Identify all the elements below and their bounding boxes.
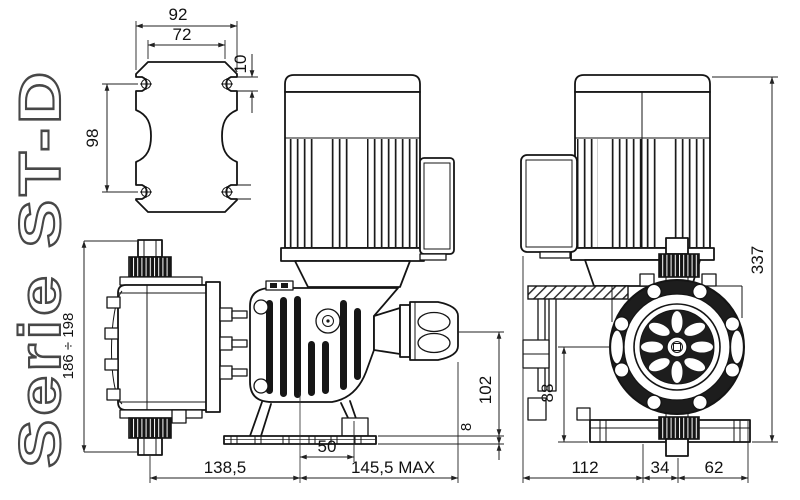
dim-337-label: 337 — [748, 246, 767, 274]
valve-ring-bottom — [128, 417, 172, 439]
dim-8-label: 8 — [458, 423, 475, 431]
dim-bracket-inner-width: 72 — [147, 25, 226, 59]
dim-slot-offset: 50 — [299, 421, 355, 462]
dim-34-label: 34 — [651, 458, 670, 477]
dim-186-198-label: 186 ÷ 198 — [60, 313, 77, 380]
dim-valve-span: 186 ÷ 198 — [60, 240, 137, 453]
dim-98-label: 98 — [83, 129, 102, 148]
terminal-box-side — [419, 157, 455, 261]
head-flange — [205, 281, 221, 413]
bracket-tab-bottom — [237, 184, 251, 200]
dim-72-label: 72 — [173, 25, 192, 44]
head-spoke-cutouts — [641, 311, 713, 383]
terminal-box-front — [520, 154, 578, 259]
dim-10-label: 10 — [231, 55, 250, 74]
head-ring-bolts — [613, 283, 741, 411]
dim-max-depth: 145,5 MAX — [299, 362, 459, 483]
side-pump-head — [104, 239, 248, 456]
front-view: 337 88 112 34 62 — [520, 74, 778, 483]
series-title-text: Serie ST-D — [8, 68, 73, 468]
motor-adapter — [294, 260, 411, 288]
dim-bracket-outer-width: 92 — [135, 5, 238, 70]
dim-88-label: 88 — [538, 384, 557, 403]
dim-50-label: 50 — [318, 437, 337, 456]
dim-145-5-max-label: 145,5 MAX — [351, 458, 435, 477]
head-side-slot-left — [609, 329, 625, 365]
side-motor — [280, 74, 455, 288]
flange-bolts — [219, 307, 248, 380]
dim-138-5-label: 138,5 — [204, 458, 247, 477]
head-body — [117, 284, 211, 411]
bracket-slot-holes — [140, 78, 233, 198]
side-casing — [249, 280, 399, 403]
casing-boss — [315, 308, 341, 334]
dim-head-axis-height: 88 — [538, 346, 610, 443]
motor-cap — [284, 74, 421, 93]
dim-bracket-hole-spacing: 98 — [83, 83, 138, 193]
foot-slots — [230, 436, 362, 444]
dim-bracket-tab-height: 10 — [231, 54, 258, 113]
head-side-slot-right — [729, 329, 745, 365]
series-title: Serie ST-D — [7, 67, 74, 469]
mounting-bracket-view: 92 72 10 98 — [83, 5, 258, 213]
dim-total-height: 337 — [712, 76, 778, 443]
front-bracket-plates — [522, 285, 629, 421]
drain-nipple — [171, 409, 187, 424]
discharge-nub-bottom — [137, 437, 163, 456]
suction-nub-top — [137, 239, 163, 258]
bracket-outline — [135, 61, 238, 213]
dim-base-thickness: 8 — [378, 420, 504, 460]
casing-grill — [266, 296, 361, 398]
dim-62-label: 62 — [705, 458, 724, 477]
dim-center-to-valve: 138,5 — [149, 456, 301, 483]
bracket-tab-top — [237, 76, 251, 92]
motor-flange — [280, 247, 425, 262]
front-fittings — [658, 237, 700, 457]
dim-112-label: 112 — [571, 458, 598, 477]
front-motor — [520, 74, 715, 287]
dim-92-label: 92 — [169, 5, 188, 24]
head-bolts-left — [104, 296, 121, 401]
side-view: 186 ÷ 198 138,5 145,5 MAX 50 102 8 — [60, 74, 504, 483]
dim-bottom-row: 112 34 62 — [522, 256, 749, 483]
valve-ring-top — [128, 256, 172, 278]
dim-102-label: 102 — [476, 376, 495, 404]
front-pump-head — [609, 277, 745, 418]
stroke-knob — [373, 301, 459, 361]
